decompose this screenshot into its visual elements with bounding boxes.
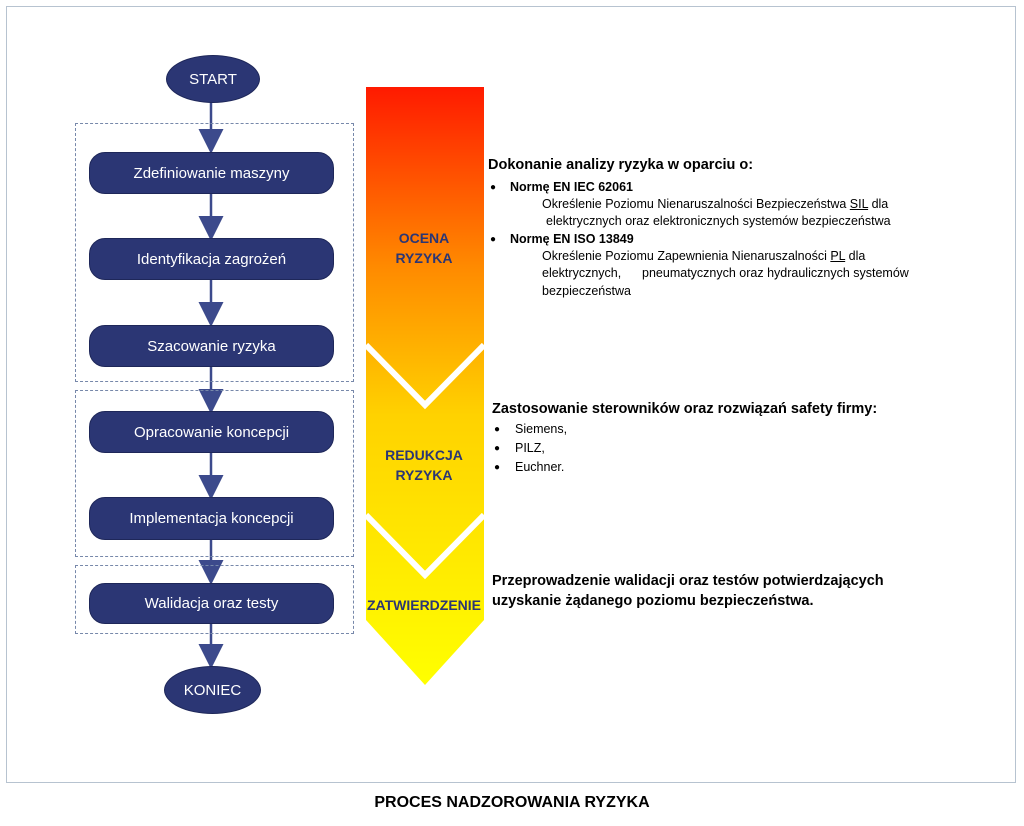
group-box-zatwierdzenie	[75, 565, 354, 634]
stage-label-redukcja-line1: REDUKCJA	[385, 447, 463, 463]
stage-label-redukcja-line2: RYZYKA	[395, 467, 453, 483]
stage-divider-2	[363, 512, 487, 580]
ocena-b1-post: dla	[868, 197, 889, 211]
stage-label-zatwierdzenie: ZATWIERDZENIE	[366, 597, 482, 613]
bullet-icon: ●	[494, 462, 501, 473]
step-concept-development: Opracowanie koncepcji	[89, 411, 334, 453]
group-box-redukcja	[75, 390, 354, 557]
stage-label-ocena-line1: OCENA	[398, 230, 450, 246]
redukcja-item-euchner: Euchner.	[515, 460, 565, 474]
stage-divider-1	[363, 342, 487, 410]
step-hazard-identification: Identyfikacja zagrożeń	[89, 238, 334, 280]
ocena-b2-post: dla	[845, 249, 866, 263]
risk-gradient-arrow	[366, 87, 484, 685]
ocena-bullet-2-line3: bezpieczeństwa	[542, 284, 631, 298]
ocena-bullet-1-line2: elektrycznych oraz elektronicznych syste…	[546, 214, 891, 228]
stage-label-ocena: OCENA RYZYKA	[359, 228, 489, 268]
ocena-bullet-1-line1: Określenie Poziomu Nienaruszalności Bezp…	[542, 195, 888, 213]
step-validation-tests: Walidacja oraz testy	[89, 583, 334, 624]
step-concept-implementation: Implementacja koncepcji	[89, 497, 334, 540]
stage-label-ocena-line2: RYZYKA	[395, 250, 453, 266]
pl-abbr: PL	[830, 249, 846, 263]
redukcja-item-siemens: Siemens,	[515, 422, 568, 436]
sil-abbr: SIL	[849, 197, 869, 211]
ocena-bullet-1-title: Normę EN IEC 62061	[510, 180, 633, 194]
bullet-icon: ●	[494, 424, 501, 435]
bullet-icon: ●	[490, 182, 497, 193]
ocena-bullet-2-line1: Określenie Poziomu Zapewnienia Nienarusz…	[542, 247, 865, 265]
ocena-heading: Dokonanie analizy ryzyka w oparciu o:	[488, 157, 754, 173]
zatw-line-2: uzyskanie żądanego poziomu bezpieczeństw…	[492, 593, 814, 609]
start-node: START	[166, 55, 260, 103]
end-node: KONIEC	[164, 666, 261, 714]
stage-label-redukcja: REDUKCJA RYZYKA	[359, 445, 489, 485]
diagram-caption: PROCES NADZOROWANIA RYZYKA	[374, 794, 650, 811]
group-box-ocena	[75, 123, 354, 382]
redukcja-item-pilz: PILZ,	[515, 441, 545, 455]
diagram-frame	[6, 6, 1016, 783]
ocena-bullet-2-line2: elektrycznych, pneumatycznych oraz hydra…	[542, 266, 909, 280]
bullet-icon: ●	[490, 234, 497, 245]
ocena-b1-pre: Określenie Poziomu Nienaruszalności Bezp…	[542, 197, 850, 211]
bullet-icon: ●	[494, 443, 501, 454]
ocena-b2-pre: Określenie Poziomu Zapewnienia Nienarusz…	[542, 249, 831, 263]
redukcja-heading: Zastosowanie sterowników oraz rozwiązań …	[492, 401, 878, 417]
ocena-bullet-2-title: Normę EN ISO 13849	[510, 232, 634, 246]
step-define-machine: Zdefiniowanie maszyny	[89, 152, 334, 194]
zatw-line-1: Przeprowadzenie walidacji oraz testów po…	[492, 573, 884, 589]
step-risk-estimation: Szacowanie ryzyka	[89, 325, 334, 367]
